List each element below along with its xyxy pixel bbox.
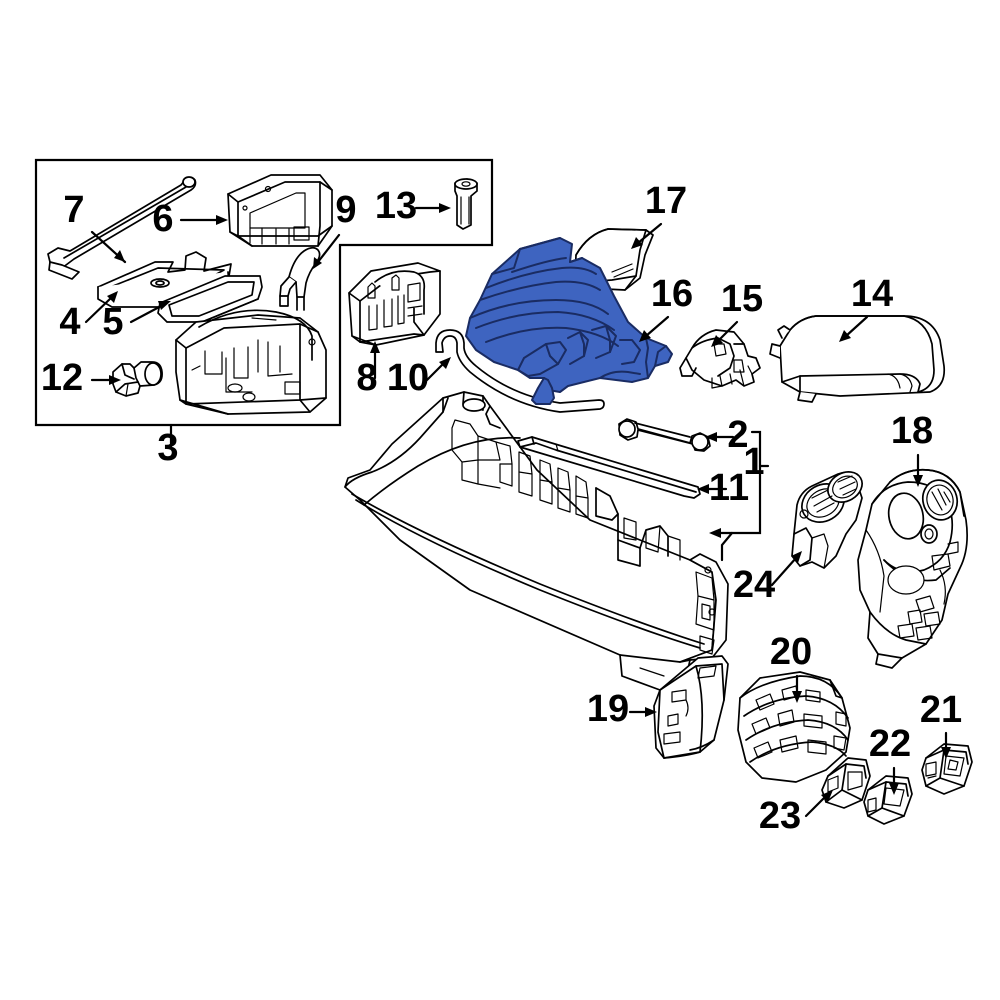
part-12-rotary-knob-switch (112, 361, 163, 397)
callout-23: 23 (759, 795, 801, 837)
callout-1: 1 (743, 441, 764, 483)
callout-4: 4 (59, 301, 80, 343)
part-6-control-module (227, 174, 333, 247)
part-7-retaining-rod (47, 176, 197, 280)
callout-7: 7 (63, 189, 84, 231)
callout-24: 24 (733, 564, 775, 606)
callout-labels: 1 2 3 4 5 6 7 8 9 10 11 12 13 14 15 16 1… (41, 180, 962, 837)
callout-20: 20 (770, 631, 812, 673)
part-18-shifter-surround-trim (857, 468, 968, 669)
callout-15: 15 (721, 278, 763, 320)
part-11-guide-rail (517, 436, 701, 499)
part-19-rear-console-vent-housing (653, 655, 729, 759)
callout-3: 3 (157, 427, 178, 469)
part-16-console-upper-trim-panel-highlighted (465, 237, 673, 405)
callout-5: 5 (102, 301, 123, 343)
leader-lines (84, 203, 951, 818)
part-3-storage-module (175, 309, 327, 415)
part-5-liner-mat (157, 275, 263, 323)
callout-11: 11 (709, 467, 749, 509)
callout-8: 8 (356, 357, 377, 399)
part-21-switch-button-a (921, 743, 973, 795)
part-22-switch-button-b (863, 775, 913, 825)
part-10-wire-harness-cable (435, 329, 605, 413)
callout-21: 21 (920, 689, 962, 731)
callout-16: 16 (651, 273, 693, 315)
part-14-armrest-lid (769, 315, 946, 403)
callout-12: 12 (41, 357, 83, 399)
callout-18: 18 (891, 410, 933, 452)
part-23-switch-button-c (821, 757, 871, 809)
callout-13: 13 (375, 185, 417, 227)
callout-6: 6 (152, 198, 173, 240)
part-13-retaining-rivet (454, 178, 478, 230)
callout-19: 19 (587, 688, 629, 730)
part-8-cup-holder-insert (348, 262, 441, 346)
callout-14: 14 (851, 273, 893, 315)
part-2-roller-pin (618, 418, 711, 452)
callout-10: 10 (387, 357, 429, 399)
callout-9: 9 (335, 189, 356, 231)
part-15-latch-bracket (679, 329, 761, 389)
part-9-clip-bracket (279, 246, 321, 311)
part-24-rear-vent-outlet (791, 471, 863, 569)
callout-22: 22 (869, 723, 911, 765)
callout-17: 17 (645, 180, 687, 222)
callout-2: 2 (727, 414, 748, 456)
part-20-rear-duct-assembly (737, 671, 851, 783)
